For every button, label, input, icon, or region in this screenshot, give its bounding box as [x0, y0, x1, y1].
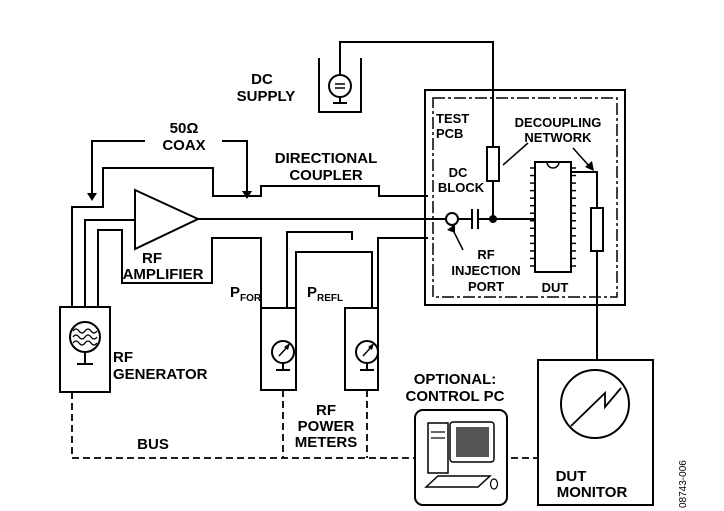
control-pc-label-line2: CONTROL PC [406, 388, 505, 405]
decoupling-label-line2: NETWORK [524, 130, 592, 145]
injection-port-label-line2: INJECTION [451, 263, 520, 278]
forward-power-label-sub: FOR [240, 293, 262, 304]
coax-shield-bottom [97, 229, 262, 308]
coupler-label-line1: DIRECTIONAL [275, 150, 378, 167]
bias-resistor [486, 146, 500, 182]
dc-supply-housing [318, 58, 362, 113]
figure-number: 08743-006 [678, 460, 689, 508]
power-meter-icon-reflected [355, 340, 379, 371]
rf-generator-icon-wave-2 [72, 334, 98, 340]
coupler-label-line2: COUPLER [289, 167, 363, 184]
rf-generator-label-line2: GENERATOR [113, 366, 208, 383]
dc-block-label-line1: DC [449, 165, 468, 180]
monitor-resistor [590, 207, 604, 252]
injection-arrow [447, 224, 455, 233]
dut-chip-notch [546, 161, 560, 169]
coupler-shield-inner [295, 251, 373, 308]
pc-keyboard [424, 475, 492, 488]
dut-chip-body [534, 161, 572, 273]
rf-generator-icon-wave-3 [72, 340, 98, 346]
control-pc-label-line1: OPTIONAL: [414, 371, 497, 388]
dut-label: DUT [542, 280, 569, 295]
power-meters-label-line3: METERS [295, 434, 358, 451]
bus-from-generator [71, 392, 420, 459]
power-meter-icon [271, 340, 295, 371]
dc-supply-label-line1: DC [251, 71, 273, 88]
reflected-power-label-main: P [307, 284, 317, 301]
computer-icon [414, 409, 508, 506]
decoupling-leader-resistor [502, 142, 529, 166]
forward-meter-needle-head [284, 343, 290, 350]
reflected-meter-needle-head [368, 343, 374, 350]
rf-generator-icon [69, 321, 101, 365]
coax-label-line1: 50Ω [170, 120, 199, 137]
decoupling-arrow [585, 161, 594, 171]
power-meters-label-line2: POWER [298, 418, 355, 435]
coupler-shield-reflected [377, 237, 428, 308]
rf-injection-port [445, 212, 459, 226]
dc-supply [318, 58, 362, 113]
test-pcb-label-line1: TEST [436, 111, 469, 126]
dc-supply-label-line2: SUPPLY [237, 88, 296, 105]
dut-monitor-label-line2: MONITOR [557, 484, 628, 501]
rf-generator-box [59, 306, 111, 393]
reflected-power-label: PREFL [307, 284, 343, 304]
rf-amplifier-label-line1: RF [142, 250, 162, 267]
pc-tower [427, 422, 449, 474]
decoupling-label-line1: DECOUPLING [515, 115, 602, 130]
injection-port-label-line3: PORT [468, 279, 504, 294]
coax-label-line2: COAX [162, 137, 205, 154]
coax-bracket [91, 140, 248, 197]
rf-generator-feed [84, 219, 135, 307]
ic-chip-icon [530, 161, 576, 273]
dut-monitor-box [537, 359, 654, 506]
rf-amplifier-label-line2: AMPLIFIER [123, 266, 204, 283]
coupler-shield-forward [286, 231, 353, 308]
test-pcb-label-line2: PCB [436, 126, 463, 141]
amplifier-icon [134, 188, 201, 251]
dut-pins [530, 167, 576, 267]
injection-port-label-line1: RF [477, 247, 494, 262]
decoupling-leader-network [572, 147, 591, 168]
test-pcb-outline [424, 89, 626, 306]
dut-monitor-label-line1: DUT [556, 468, 587, 485]
coax-arrow-left [87, 193, 97, 201]
coax-shield-top [71, 167, 428, 307]
forward-power-label-main: P [230, 284, 240, 301]
oscilloscope-screen [560, 369, 630, 439]
rf-generator-icon-wave-1 [72, 328, 98, 334]
reflected-power-label-sub: REFL [317, 293, 343, 304]
dc-source-icon [328, 74, 352, 98]
bus-label: BUS [137, 436, 169, 453]
power-meters-label-line1: RF [316, 402, 336, 419]
oscilloscope-trace [570, 387, 622, 427]
dc-supply-wire [339, 41, 494, 147]
forward-power-label: PFOR [230, 284, 262, 304]
forward-power-meter-box [260, 307, 297, 391]
junction-dot [489, 215, 497, 223]
dc-block-label-line2: BLOCK [438, 180, 485, 195]
test-pcb-dashed-boundary [432, 97, 618, 298]
monitor-feed-wire [571, 171, 598, 208]
pc-screen [456, 427, 489, 457]
reflected-power-meter-box [344, 307, 379, 391]
pc-mouse [489, 478, 499, 490]
oscilloscope-icon [560, 369, 630, 439]
rf-generator-label-line1: RF [113, 349, 133, 366]
